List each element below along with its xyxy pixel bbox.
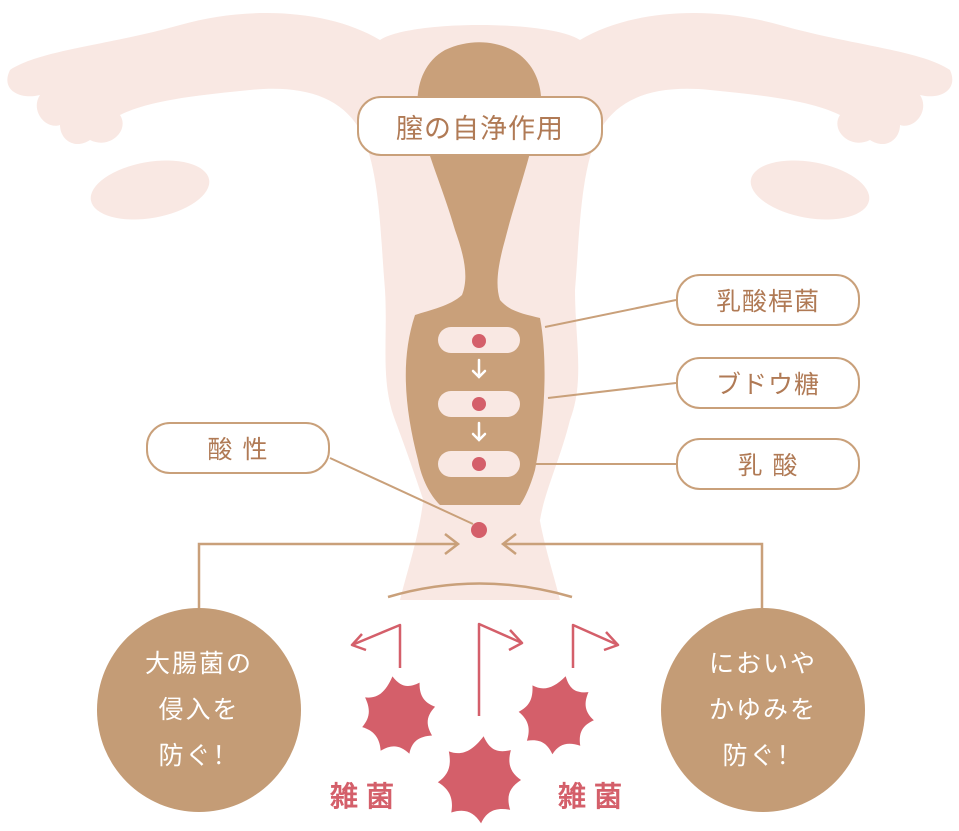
- label-glucose: ブドウ糖: [676, 357, 860, 409]
- circle-left-line-3: 防ぐ！: [158, 741, 240, 770]
- dot-lactobacillus: [472, 334, 486, 348]
- label-self-cleaning: 膣の自浄作用: [357, 96, 603, 156]
- germ-icon: [362, 676, 594, 824]
- circle-right-line-3: 防ぐ！: [722, 741, 804, 770]
- defense-arrows: [197, 533, 764, 608]
- vagina-shape: [405, 42, 545, 505]
- down-arrow-icon: [471, 358, 487, 442]
- dot-glucose: [472, 397, 486, 411]
- label-lactobacillus: 乳酸桿菌: [676, 274, 860, 326]
- label-lactic-acid: 乳 酸: [676, 438, 860, 490]
- repel-arrows: [350, 622, 620, 716]
- label-acidic: 酸 性: [146, 422, 330, 474]
- germ-label-right: 雑菌: [558, 780, 631, 813]
- connector-lines: [329, 299, 677, 525]
- circle-right-line-1: においや: [708, 649, 817, 678]
- circle-block-ecoli: 大腸菌の 侵入を 防ぐ！: [97, 608, 301, 812]
- circle-right-line-2: かゆみを: [708, 695, 817, 724]
- germ-label-left: 雑菌: [330, 780, 403, 813]
- circle-left-line-1: 大腸菌の: [144, 649, 253, 678]
- lozenge-lactic-acid: [438, 451, 520, 477]
- acid-dot: [471, 522, 487, 538]
- circle-left-line-2: 侵入を: [158, 695, 240, 724]
- circle-prevent-odor-itch: においや かゆみを 防ぐ！: [661, 608, 865, 812]
- lozenge-lactobacillus: [438, 327, 520, 353]
- lozenge-glucose: [438, 391, 520, 417]
- dot-lactic-acid: [472, 457, 486, 471]
